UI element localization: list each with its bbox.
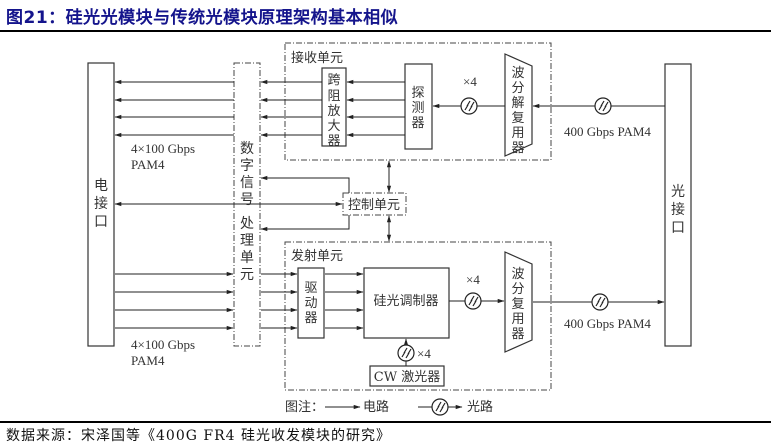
transmitter-title: 发射单元 (291, 248, 343, 264)
control-lines (114, 160, 392, 242)
legend-electrical-label: 电路 (363, 399, 389, 415)
optical-signal-icon (431, 398, 449, 416)
demux-char: 波 (511, 66, 524, 81)
optical-signal-icon (464, 292, 482, 310)
tia-char: 大 (327, 119, 340, 134)
electrical-interface-char: 口 (94, 214, 108, 230)
legend-title: 图注： (285, 400, 324, 415)
optical-signal-icon (460, 97, 478, 115)
figure-title: 图21：硅光光模块与传统光模块原理架构基本相似 (6, 8, 399, 28)
tx-electrical-mod: PAM4 (131, 353, 165, 368)
detector-char: 器 (411, 116, 424, 131)
optical-signal-icon (397, 344, 415, 362)
mux-char: 用 (511, 312, 524, 327)
demux-char: 用 (511, 126, 524, 141)
dsp-label-char: 处 (240, 216, 254, 232)
mux-char: 复 (511, 297, 524, 312)
control-unit-label: 控制单元 (348, 198, 400, 213)
driver-char: 驱 (304, 281, 317, 296)
optical-interface-char: 口 (671, 220, 685, 236)
rx-electrical-lines (114, 79, 405, 138)
dsp-label-char: 理 (240, 233, 254, 249)
legend: 图注： 电路 光路 (285, 398, 493, 416)
demux-char: 分 (511, 81, 524, 96)
tia-char: 器 (327, 134, 340, 149)
demux-block (504, 53, 533, 157)
modulator-block (363, 267, 450, 339)
dsp-label-char: 字 (240, 158, 254, 174)
optical-interface: 光 接 口 (664, 63, 692, 347)
optical-interface-char: 接 (671, 201, 685, 218)
detector-char: 测 (411, 101, 424, 116)
dsp-label-char: 号 (240, 192, 254, 208)
optical-signal-icon (591, 293, 609, 311)
rx-optical-rate: 400 Gbps PAM4 (564, 124, 651, 139)
dsp-label-char: 元 (240, 267, 254, 283)
mux-block (504, 251, 533, 353)
dsp-label-char: 单 (240, 250, 254, 266)
electrical-interface: 电 接 口 (87, 62, 115, 347)
driver-char: 动 (304, 296, 317, 311)
figure-source: 数据来源：宋泽国等《400G FR4 硅光收发模块的研究》 (6, 428, 391, 444)
title-divider (0, 30, 771, 32)
rx-electrical-rate: 4×100 Gbps (131, 141, 195, 156)
tia-char: 阻 (327, 89, 340, 104)
transmitter-unit: 发射单元 驱 动 器 硅光调制器 波 分 复 用 器 CW 激光器 ×4 ×4 (284, 241, 552, 391)
demux-char: 复 (511, 111, 524, 126)
tia-char: 放 (327, 104, 340, 119)
demux-char: 解 (511, 96, 524, 111)
laser-multiplier: ×4 (417, 346, 431, 361)
control-unit: 控制单元 (342, 192, 407, 216)
dsp-label-char: 信 (240, 175, 254, 191)
dsp-label-char: 数 (240, 141, 254, 157)
source-divider (0, 421, 771, 423)
driver-block (297, 267, 325, 339)
rx-electrical-mod: PAM4 (131, 157, 165, 172)
cw-laser-block (369, 365, 445, 387)
electrical-interface-char: 电 (94, 178, 108, 194)
electrical-interface-char: 接 (94, 195, 108, 212)
cw-laser-label: CW 激光器 (374, 370, 440, 385)
tia-char: 跨 (327, 73, 340, 88)
rx-multiplier: ×4 (463, 74, 477, 89)
driver-char: 器 (304, 311, 317, 326)
tx-optical-rate: 400 Gbps PAM4 (564, 316, 651, 331)
tx-electrical-lines (115, 271, 364, 331)
optical-signal-icon (594, 97, 612, 115)
demux-char: 器 (511, 141, 524, 156)
detector-char: 探 (411, 86, 424, 101)
detector-block (404, 63, 433, 150)
mux-char: 波 (511, 267, 524, 282)
tia-block (321, 67, 347, 147)
mux-char: 器 (511, 327, 524, 342)
optical-interface-char: 光 (671, 184, 685, 200)
tx-electrical-rate: 4×100 Gbps (131, 337, 195, 352)
modulator-label: 硅光调制器 (373, 294, 438, 309)
mux-char: 分 (511, 282, 524, 297)
receiver-title: 接收单元 (291, 50, 343, 66)
legend-optical-label: 光路 (467, 399, 493, 415)
tx-multiplier: ×4 (466, 272, 480, 287)
receiver-unit: 接收单元 跨 阻 放 大 器 探 测 器 波 分 解 复 用 器 ×4 (284, 42, 552, 161)
